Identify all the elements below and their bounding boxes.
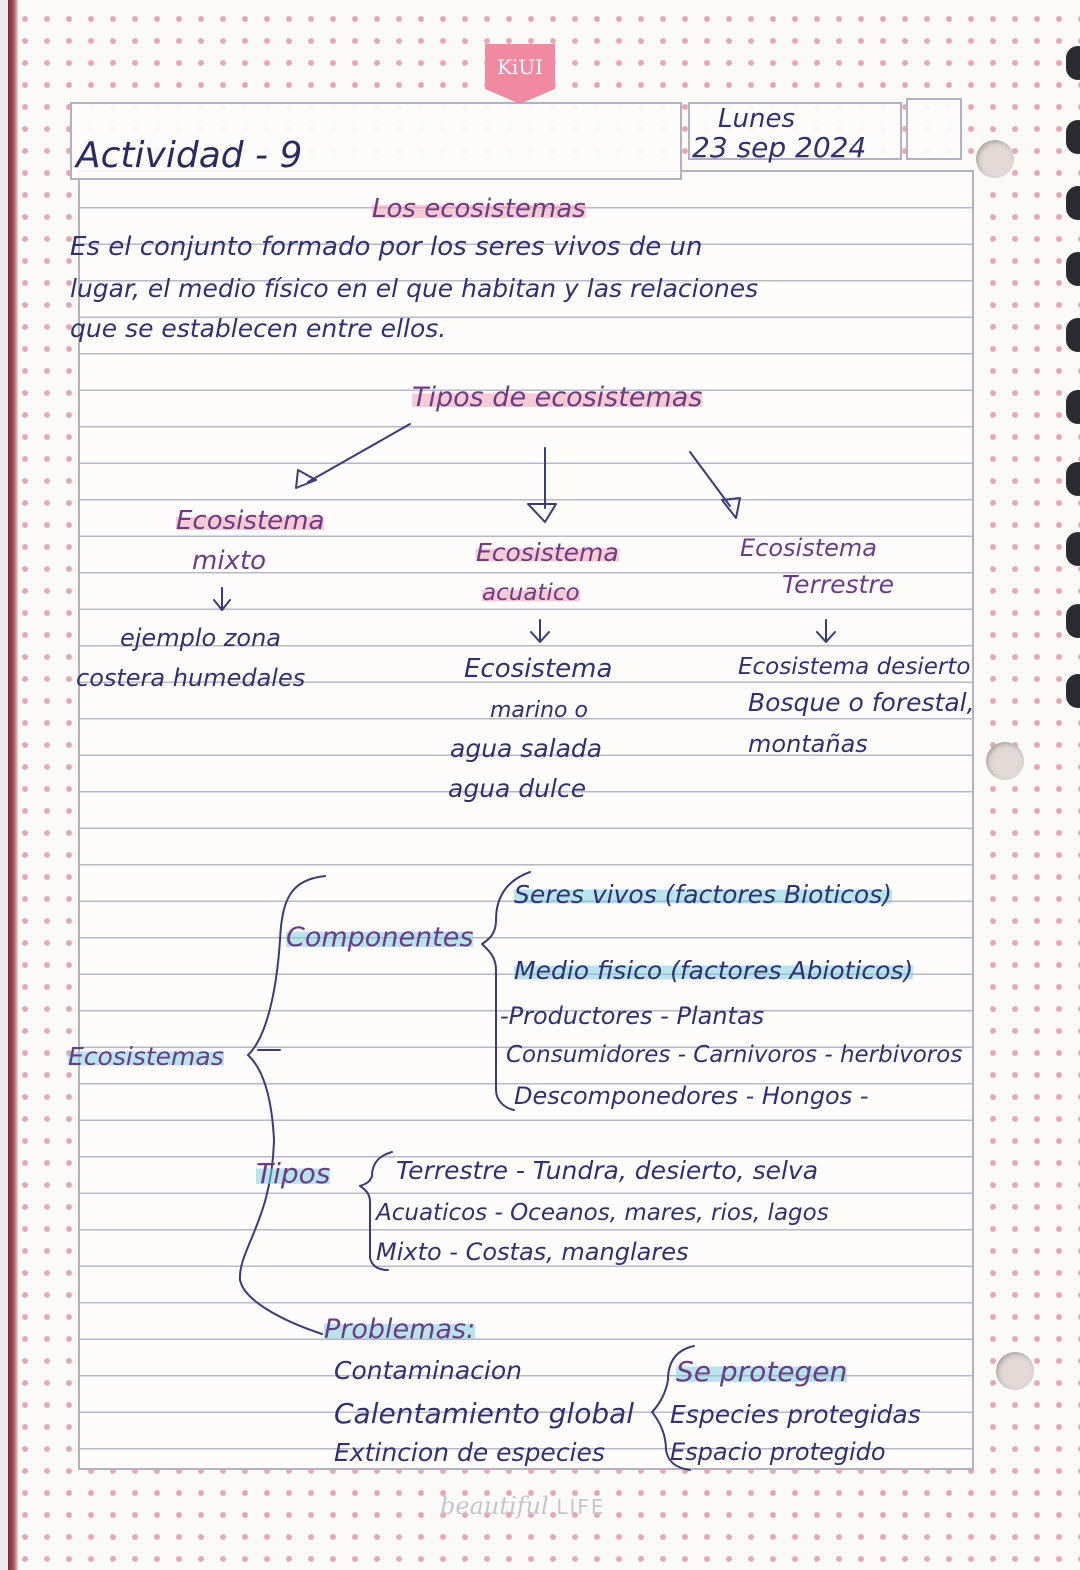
binder-hole <box>976 140 1014 178</box>
summary-root: Ecosistemas <box>68 1042 224 1071</box>
date-label: 23 sep 2024 <box>692 131 867 164</box>
acuatico-sub: agua dulce <box>448 774 587 803</box>
componentes-item: Medio fisico (factores Abioticos) <box>514 956 914 985</box>
acuatico-label: acuatico <box>482 580 580 606</box>
mixto-example: ejemplo zona <box>120 624 281 652</box>
spiral-ring <box>1066 252 1080 286</box>
problemas-item: Extincion de especies <box>334 1438 605 1467</box>
tipos-item: Mixto - Costas, manglares <box>376 1238 689 1266</box>
acuatico-sub: marino o <box>490 698 588 723</box>
problemas-item: Calentamiento global <box>334 1397 635 1430</box>
spiral-ring <box>1066 674 1080 708</box>
footer-brand-caps: LIFE <box>556 1495 606 1519</box>
componentes-item: Descomponedores - Hongos - <box>514 1082 869 1110</box>
problemas-item: Contaminacion <box>334 1356 523 1385</box>
day-label: Lunes <box>718 104 795 134</box>
tipos-item: Terrestre - Tundra, desierto, selva <box>396 1156 819 1185</box>
tipos-label: Tipos <box>256 1157 331 1190</box>
intro-line: Es el conjunto formado por los seres viv… <box>70 232 703 262</box>
check-box <box>906 98 962 160</box>
terrestre-label: Terrestre <box>782 570 894 599</box>
proteccion-label: Se protegen <box>676 1355 848 1388</box>
terrestre-sub: Bosque o forestal, <box>748 688 975 717</box>
binder-hole <box>986 742 1024 780</box>
proteccion-item: Espacio protegido <box>670 1438 886 1466</box>
footer-brand-script: beautiful <box>440 1492 549 1520</box>
terrestre-sub: montañas <box>748 730 868 758</box>
spiral-ring <box>1066 120 1080 154</box>
problemas-label: Problemas: <box>324 1314 476 1345</box>
componentes-label: Componentes <box>286 922 474 953</box>
mixto-label: mixto <box>192 546 267 576</box>
spiral-ring <box>1066 318 1080 352</box>
activity-title: Actividad - 9 <box>76 135 303 176</box>
title-box <box>70 102 682 180</box>
acuatico-sub: Ecosistema <box>464 654 613 684</box>
intro-line: que se establecen entre ellos. <box>70 314 447 343</box>
notebook-page: KiUI <box>8 0 1080 1570</box>
spiral-ring <box>1066 390 1080 424</box>
mixto-label: Ecosistema <box>176 506 325 536</box>
types-map-title: Tipos de ecosistemas <box>412 382 703 413</box>
spiral-ring <box>1066 186 1080 220</box>
tipos-item: Acuaticos - Oceanos, mares, rios, lagos <box>376 1200 829 1226</box>
terrestre-sub: Ecosistema desierto <box>738 654 971 680</box>
acuatico-label: Ecosistema <box>476 538 619 567</box>
date-box <box>688 102 902 160</box>
page-edge <box>8 0 18 1570</box>
binder-hole <box>996 1352 1034 1390</box>
proteccion-item: Especies protegidas <box>670 1400 921 1429</box>
spiral-ring <box>1066 462 1080 496</box>
footer-brand: beautiful LIFE <box>440 1492 606 1520</box>
mixto-example: costera humedales <box>76 664 306 692</box>
terrestre-label: Ecosistema <box>740 534 877 562</box>
componentes-item: Seres vivos (factores Bioticos) <box>514 880 892 909</box>
componentes-item: -Productores - Plantas <box>500 1002 765 1030</box>
lined-sheet <box>78 170 974 1470</box>
intro-title: Los ecosistemas <box>372 194 586 224</box>
componentes-item: Consumidores - Carnivoros - herbivoros <box>506 1042 963 1068</box>
spiral-ring <box>1066 46 1080 80</box>
spiral-ring <box>1066 532 1080 566</box>
spiral-ring <box>1066 604 1080 638</box>
acuatico-sub: agua salada <box>450 734 603 763</box>
brand-tab: KiUI <box>485 44 555 104</box>
intro-line: lugar, el medio físico en el que habitan… <box>70 274 759 303</box>
